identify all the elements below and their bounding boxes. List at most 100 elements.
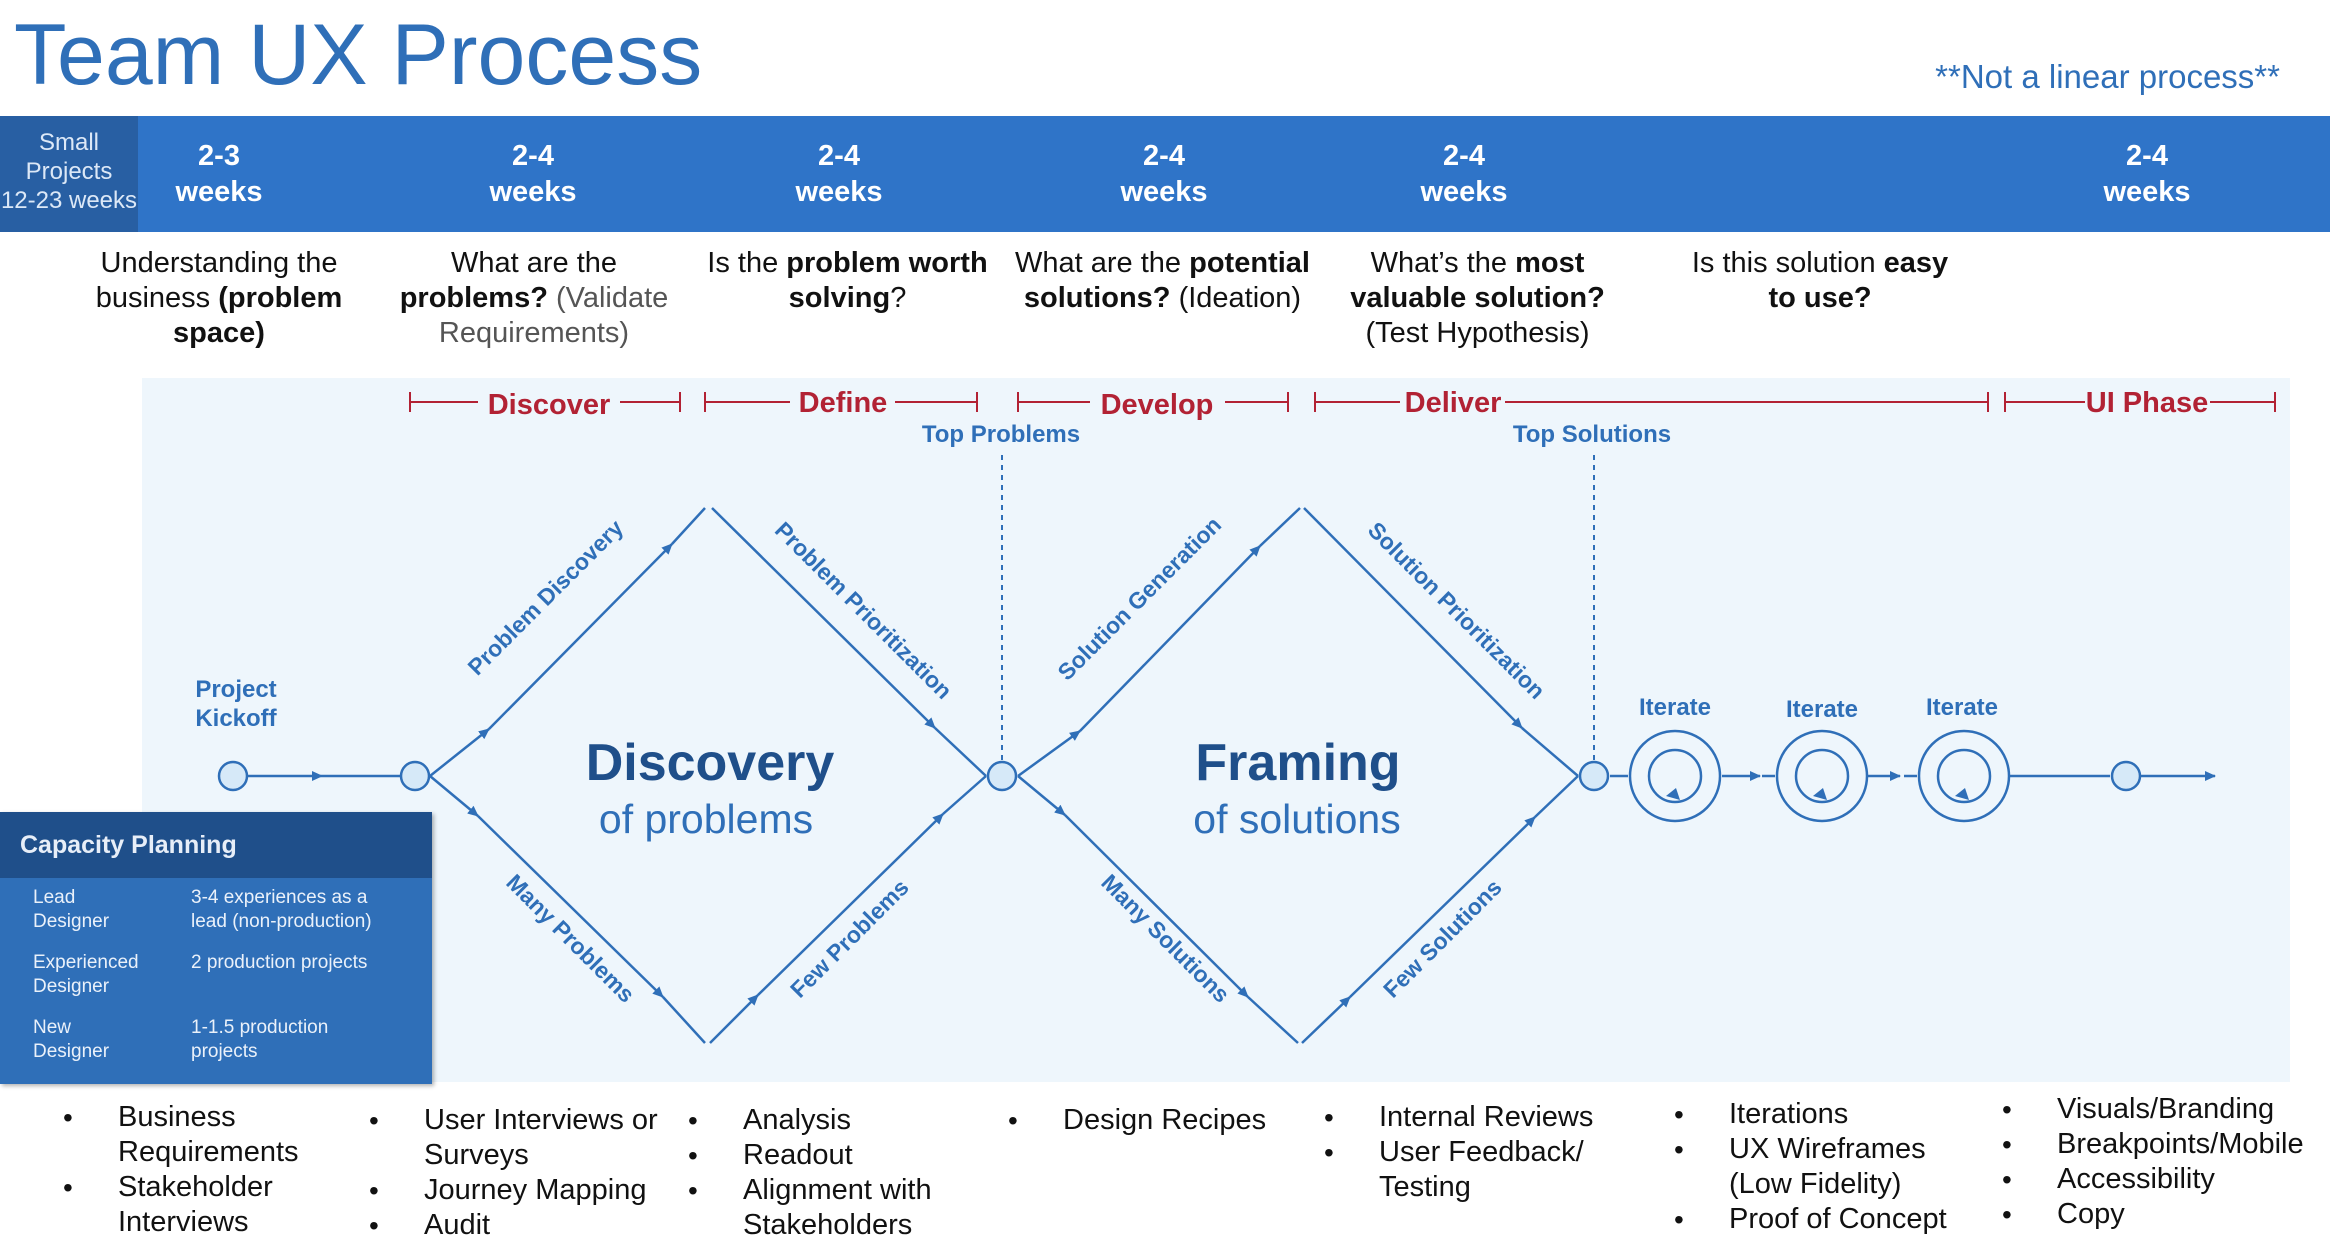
capacity-role-line: Experienced (33, 952, 139, 973)
capacity-value: 2 production projects (191, 951, 421, 975)
phase-question: What are the potential solutions? (Ideat… (1010, 246, 1315, 316)
question-text: ? (890, 282, 907, 314)
flow-node (1578, 760, 1610, 792)
diagonal-label: Few Solutions (1378, 874, 1507, 1003)
question-text: Is the (707, 247, 787, 279)
deliverables-list: IterationsUX Wireframes (Low Fidelity)Pr… (1674, 1097, 1969, 1237)
deliverable-item: Alignment with Stakeholders (688, 1173, 983, 1243)
phase-label: Deliver (1405, 387, 1502, 419)
question-text: most valuable solution? (1350, 247, 1605, 314)
deliverable-item: Copy (2002, 1197, 2327, 1232)
kickoff-label: Project (195, 676, 276, 703)
question-text: Understanding the business (95, 247, 338, 314)
weeks-unit: weeks (489, 176, 577, 208)
iterate-label: Iterate (1786, 696, 1858, 723)
phase-label: Develop (1101, 389, 1214, 421)
iterate-loop-icons (1628, 729, 2011, 823)
deliverables-list: Visuals/BrandingBreakpoints/MobileAccess… (2002, 1092, 2327, 1232)
weeks-number: 2-4 (2126, 140, 2168, 172)
phase-question: Understanding the business (problem spac… (69, 246, 369, 351)
capacity-planning-title: Capacity Planning (0, 812, 432, 878)
question-text: What are the (1015, 247, 1190, 279)
weeks-label: 2-4 weeks (739, 138, 939, 210)
small-projects-line: Projects (25, 158, 113, 185)
diagonal-label: Solution Prioritization (1363, 517, 1550, 704)
question-text: Is this solution (1691, 247, 1884, 279)
diagonal-label: Problem Discovery (462, 514, 628, 680)
deliverable-item: Internal Reviews (1324, 1100, 1619, 1135)
question-text: (problem space) (173, 282, 343, 349)
deliverable-item: Analysis (688, 1103, 983, 1138)
deliverable-item: Breakpoints/Mobile (2002, 1127, 2327, 1162)
question-text: potential solutions? (1023, 247, 1310, 314)
capacity-value-line: projects (191, 1041, 258, 1062)
page-title: Team UX Process (14, 7, 703, 103)
deliverables-list: AnalysisReadoutAlignment with Stakeholde… (688, 1103, 983, 1243)
deliverable-item: Iterations (1674, 1097, 1969, 1132)
capacity-value-line: 2 production projects (191, 952, 368, 973)
diamond-subtitle: of problems (599, 796, 813, 842)
question-text: (Test Hypothesis) (1365, 317, 1590, 349)
deliverables-list: User Interviews or SurveysJourney Mappin… (369, 1103, 684, 1243)
deliverable-item: Visuals/Branding (2002, 1092, 2327, 1127)
weeks-number: 2-4 (1443, 140, 1485, 172)
deliverable-item: User Interviews or Surveys (369, 1103, 684, 1173)
deliverable-item: Proof of Concept (1674, 1202, 1969, 1237)
top-problems-label: Top Problems (922, 421, 1080, 448)
deliverable-item: Stakeholder Interviews (63, 1170, 343, 1240)
kickoff-label: Kickoff (195, 705, 277, 732)
weeks-number: 2-4 (818, 140, 860, 172)
flow-node (986, 760, 1018, 792)
deliverables-list: Business RequirementsStakeholder Intervi… (63, 1100, 343, 1240)
deliverables-list: Design Recipes (1008, 1103, 1303, 1138)
question-text: problems? (399, 282, 548, 314)
small-projects-line: Small (38, 129, 99, 156)
phase-question: What are the problems? (Validate Require… (384, 246, 684, 351)
top-solutions-label: Top Solutions (1513, 421, 1671, 448)
capacity-role-line: Designer (33, 1041, 110, 1062)
question-text: What are the (450, 247, 618, 279)
phase-brackets (409, 392, 2276, 412)
flow-node (399, 760, 431, 792)
deliverable-item: Accessibility (2002, 1162, 2327, 1197)
not-linear-note: **Not a linear process** (1935, 58, 2280, 95)
flow-node (2110, 760, 2142, 792)
diamond-subtitle: of solutions (1193, 796, 1400, 842)
weeks-unit: weeks (795, 176, 883, 208)
weeks-number: 2-3 (198, 140, 240, 172)
phase-question: Is the problem worth solving? (705, 246, 990, 316)
question-text: What’s the (1370, 247, 1516, 279)
weeks-label: 2-4 weeks (1364, 138, 1564, 210)
diagonal-label: Many Problems (501, 869, 640, 1008)
deliverable-item: Design Recipes (1008, 1103, 1303, 1138)
weeks-label: 2-4 weeks (2047, 138, 2247, 210)
capacity-role-line: Lead (33, 887, 76, 908)
phase-label: Define (799, 387, 888, 419)
deliverable-item: UX Wireframes (Low Fidelity) (1674, 1132, 1969, 1202)
capacity-value-line: 3-4 experiences as a (191, 887, 368, 908)
phase-label: UI Phase (2086, 387, 2209, 419)
timeline-band (0, 116, 2330, 232)
weeks-unit: weeks (1120, 176, 1208, 208)
weeks-unit: weeks (1420, 176, 1508, 208)
weeks-unit: weeks (175, 176, 263, 208)
question-text: easy to use? (1768, 247, 1949, 314)
small-projects-label: Small Projects 12-23 weeks (0, 116, 138, 232)
weeks-unit: weeks (2103, 176, 2191, 208)
phase-question: Is this solution easy to use? (1675, 246, 1965, 316)
weeks-label: 2-3 weeks (119, 138, 319, 210)
capacity-value: 3-4 experiences as a lead (non-production… (191, 886, 421, 934)
deliverable-item: Audit (369, 1208, 684, 1243)
diagonal-label: Solution Generation (1052, 511, 1226, 685)
iterate-label: Iterate (1926, 694, 1998, 721)
question-text: problem worth solving (786, 247, 988, 314)
capacity-value-line: lead (non-production) (191, 911, 372, 932)
